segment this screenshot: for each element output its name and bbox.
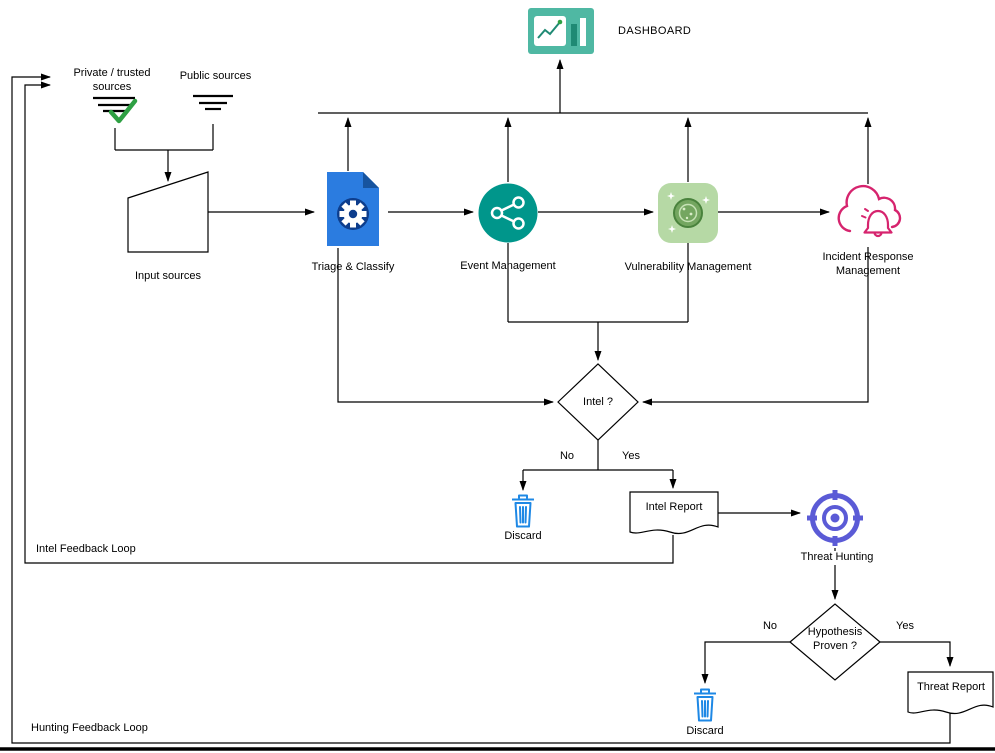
vulnerability-management-label: Vulnerability Management [624, 261, 752, 273]
intel-feedback-loop-label: Intel Feedback Loop [36, 543, 136, 555]
private-sources-check-icon [90, 94, 138, 133]
input-sources-label: Input sources [134, 270, 202, 282]
hypothesis-decision-diamond [789, 603, 881, 681]
intel-no-label: No [559, 450, 575, 462]
incident-cloud-bell-icon [834, 184, 902, 253]
connector-hypothesis-no [701, 641, 790, 684]
hypothesis-yes-label: Yes [896, 620, 914, 632]
public-sources-label: Public sources [179, 70, 252, 82]
vulnerability-scan-icon [658, 183, 718, 248]
check-icon [108, 98, 138, 124]
connector-triage-to-intel [337, 248, 554, 406]
discard-intel-label: Discard [504, 530, 542, 542]
dashboard-chart-icon [528, 8, 594, 59]
connector-sources-merge [114, 124, 214, 151]
hypothesis-decision-label: Hypothesis Proven ? [807, 626, 863, 652]
connector-hunting-feedback-loop [11, 73, 951, 744]
threat-hunting-label: Threat Hunting [792, 551, 882, 565]
intel-report-label: Intel Report [645, 501, 703, 513]
intel-decision-label: Intel ? [583, 396, 613, 408]
discard-trash-icon [693, 688, 717, 727]
intel-report-document [629, 491, 719, 535]
threat-hunting-target-icon [805, 488, 865, 553]
public-sources-icon [192, 92, 234, 121]
cloud-icon [837, 184, 902, 233]
connector-incident-to-intel [642, 247, 869, 406]
connector-event-vuln-merge [507, 243, 689, 323]
dashboard-label: DASHBOARD [618, 25, 692, 37]
intel-decision-diamond [557, 363, 639, 441]
connector-hypothesis-yes [880, 641, 954, 667]
private-sources-label: Private / trusted sources [73, 67, 151, 93]
discard-trash-icon [511, 494, 535, 533]
event-share-network-icon [478, 183, 538, 248]
incident-response-label: Incident Response Management [822, 251, 914, 277]
input-sources-shape [127, 171, 209, 253]
threat-report-label: Threat Report [917, 681, 985, 693]
triage-file-gear-icon [318, 170, 388, 253]
hunting-feedback-loop-label: Hunting Feedback Loop [31, 722, 148, 734]
event-management-label: Event Management [460, 260, 556, 272]
discard-hunting-label: Discard [686, 725, 724, 737]
gear-icon [339, 200, 367, 228]
triage-label: Triage & Classify [311, 261, 395, 273]
connector-intel-feedback-loop [24, 81, 674, 564]
sparkle-icons [667, 192, 710, 233]
bell-icon [861, 208, 893, 238]
intel-yes-label: Yes [622, 450, 640, 462]
threat-report-document [907, 671, 994, 715]
hypothesis-no-label: No [762, 620, 778, 632]
connector-intel-split [523, 440, 673, 471]
